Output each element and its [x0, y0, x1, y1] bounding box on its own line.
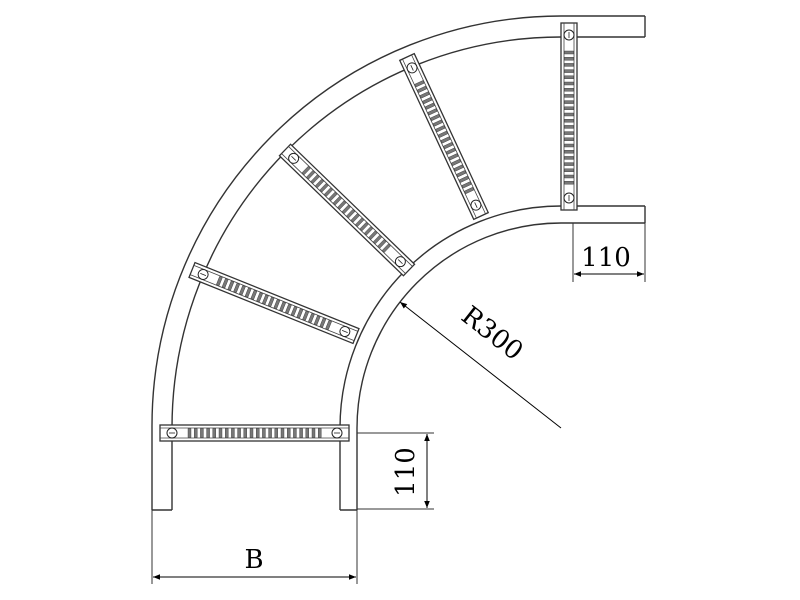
radius-dimension: R300	[399, 301, 562, 429]
bolt-icon	[470, 199, 482, 211]
dimension-width: B	[151, 510, 358, 584]
dimension-bottom-right: 110	[357, 432, 434, 510]
dimension-label-bottom: 110	[391, 447, 421, 497]
bolt-icon	[563, 192, 575, 204]
bolt-icon	[563, 29, 575, 41]
dimension-top-right: 110	[572, 223, 646, 282]
rung	[188, 261, 360, 345]
bolt-icon	[406, 62, 418, 74]
radius-label: R300	[455, 301, 528, 367]
rung	[398, 52, 490, 221]
rungs	[159, 22, 578, 442]
rung	[159, 424, 350, 442]
bolt-icon	[166, 427, 178, 439]
dimension-label-top: 110	[581, 243, 631, 273]
bolt-icon	[394, 256, 406, 268]
bolt-icon	[197, 268, 209, 280]
bolt-icon	[288, 152, 300, 164]
bolt-icon	[331, 427, 343, 439]
bolt-icon	[339, 326, 351, 338]
dimension-label-width: B	[244, 545, 263, 575]
rung	[560, 22, 578, 211]
rung	[278, 143, 416, 277]
